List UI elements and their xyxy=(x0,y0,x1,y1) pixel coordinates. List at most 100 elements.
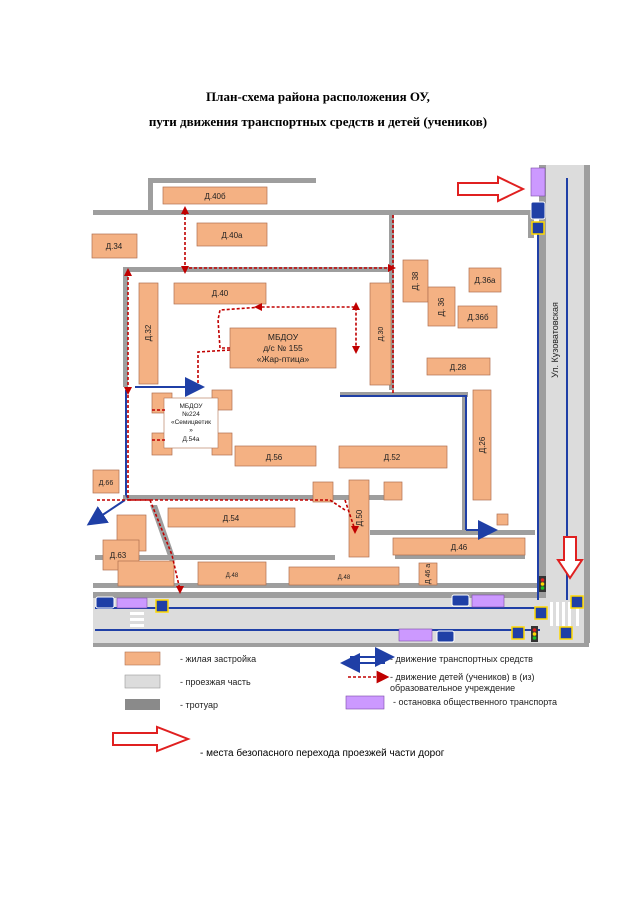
legend-children-label-1: - движение детей (учеников) в (из) xyxy=(390,672,535,682)
mbdou155-line2: д/с № 155 xyxy=(263,343,303,353)
building-d40a xyxy=(196,222,268,247)
legend-safe-crossing-label: - места безопасного перехода проезжей ча… xyxy=(200,748,445,759)
legend-sidewalk-label: - тротуар xyxy=(180,700,219,710)
building-small-2 xyxy=(383,481,403,501)
label-d40b: Д.40б xyxy=(204,192,226,201)
building-d46 xyxy=(392,537,526,556)
legend-bus-stop-label: - остановка общественного транспорта xyxy=(393,697,558,707)
label-d56: Д.56 xyxy=(266,453,283,462)
building-mbdou155 xyxy=(229,327,337,369)
building-d28 xyxy=(426,357,491,376)
label-d36: Д. 36 xyxy=(437,297,446,316)
mbdou155-line1: МБДОУ xyxy=(268,332,299,342)
safe-crossing-arrow-top xyxy=(457,175,526,203)
label-d54: Д.54 xyxy=(223,514,240,523)
label-d26: Д.26 xyxy=(478,436,487,453)
safe-crossing-arrow-right xyxy=(556,536,584,580)
building-d50 xyxy=(348,479,370,558)
building-d40b xyxy=(162,186,268,205)
vehicle-routes xyxy=(86,178,568,631)
bus-stop-left xyxy=(116,597,148,609)
bus-stop-top xyxy=(530,167,546,197)
bus-stops xyxy=(116,167,546,642)
label-d48b: Д.48 xyxy=(338,575,351,581)
legend-safe-crossing-arrow xyxy=(112,725,191,753)
mbdou224-line1: МБДОУ xyxy=(179,403,203,410)
label-d32: Д.32 xyxy=(144,324,153,341)
label-d30: Д.30 xyxy=(378,327,385,342)
label-d46-small: Д 46 а xyxy=(425,564,432,584)
building-d54 xyxy=(167,507,296,528)
crosswalks xyxy=(130,602,579,627)
legend-roadway-label: - проезжая часть xyxy=(180,677,251,687)
label-d28: Д.28 xyxy=(450,363,467,372)
building-d36a xyxy=(468,267,502,293)
label-d40a: Д.40а xyxy=(222,231,244,240)
mbdou224-line5: Д.54а xyxy=(182,436,199,443)
building-d40 xyxy=(173,282,267,305)
label-d52: Д.52 xyxy=(384,453,401,462)
label-d48a: Д.48 xyxy=(226,573,239,579)
building-small-1 xyxy=(312,481,334,503)
building-small-3 xyxy=(496,513,509,526)
label-d36a: Д.36а xyxy=(475,276,497,285)
building-d26 xyxy=(472,389,492,501)
bus-icons xyxy=(95,201,546,643)
label-d40: Д.40 xyxy=(212,289,229,298)
label-d38: Д. 38 xyxy=(411,271,420,290)
label-d63: Д.63 xyxy=(110,551,127,560)
building-d38 xyxy=(402,259,429,303)
bus-stop-right xyxy=(471,594,505,608)
legend-vehicles-label: - движение транспортных средств xyxy=(390,654,533,664)
mbdou155-line3: «Жар-птица» xyxy=(257,354,310,364)
pedestrian-crossing-signs xyxy=(155,221,584,640)
building-d36 xyxy=(427,286,456,327)
label-d66: Д.66 xyxy=(99,480,114,487)
label-d34: Д.34 xyxy=(106,242,123,251)
building-d34 xyxy=(91,233,138,259)
right-sidewalk-left xyxy=(539,165,546,598)
building-d32 xyxy=(138,282,159,385)
mbdou224-block xyxy=(163,397,219,449)
mbdou224-line4: » xyxy=(189,427,193,434)
mbdou224-line3: «Семицветик xyxy=(171,419,211,426)
legend-swatch-sidewalk xyxy=(125,699,160,710)
map-title-line1: План-схема района расположения ОУ, xyxy=(206,89,430,104)
building-d46-small xyxy=(418,562,438,586)
legend-residential-label: - жилая застройка xyxy=(180,654,257,664)
legend-swatch-roadway xyxy=(124,674,161,689)
inner-sidewalks xyxy=(93,178,539,588)
building-d30 xyxy=(369,282,392,386)
building-d36b xyxy=(457,305,498,329)
bus-icon-bottom xyxy=(436,630,455,643)
legend-swatch-bus-stop xyxy=(345,695,385,710)
building-d66 xyxy=(92,469,120,494)
bottom-road xyxy=(93,598,589,643)
label-d36b: Д.36б xyxy=(467,313,489,322)
label-d50: Д.50 xyxy=(355,509,364,526)
mbdou224-line2: №224 xyxy=(182,411,200,418)
right-sidewalk-right xyxy=(584,165,590,643)
bus-stop-bottom xyxy=(398,628,433,642)
label-d46: Д.46 xyxy=(451,543,468,552)
building-d63-b xyxy=(117,560,175,587)
legend-swatch-residential xyxy=(124,651,161,666)
map-title-line2: пути движения транспортных средств и дет… xyxy=(148,114,488,129)
bus-icon-left xyxy=(95,596,115,609)
bottom-sidewalk-bottom xyxy=(93,643,589,647)
building-d56 xyxy=(234,445,317,467)
bottom-sidewalk-top xyxy=(93,592,589,598)
building-d52 xyxy=(338,445,448,469)
bus-icon-right xyxy=(451,594,470,607)
bus-icon-top xyxy=(530,201,546,220)
traffic-lights xyxy=(531,576,546,642)
safe-crossing-markers xyxy=(457,175,584,580)
children-arrowheads xyxy=(124,206,396,594)
street-name: Ул. Кузоватовская xyxy=(550,302,560,378)
building-d48b xyxy=(288,566,400,586)
building-d48a xyxy=(197,561,267,586)
legend xyxy=(112,647,395,753)
legend-children-label-2: образовательное учреждение xyxy=(390,683,516,693)
buildings-layer xyxy=(91,186,526,587)
